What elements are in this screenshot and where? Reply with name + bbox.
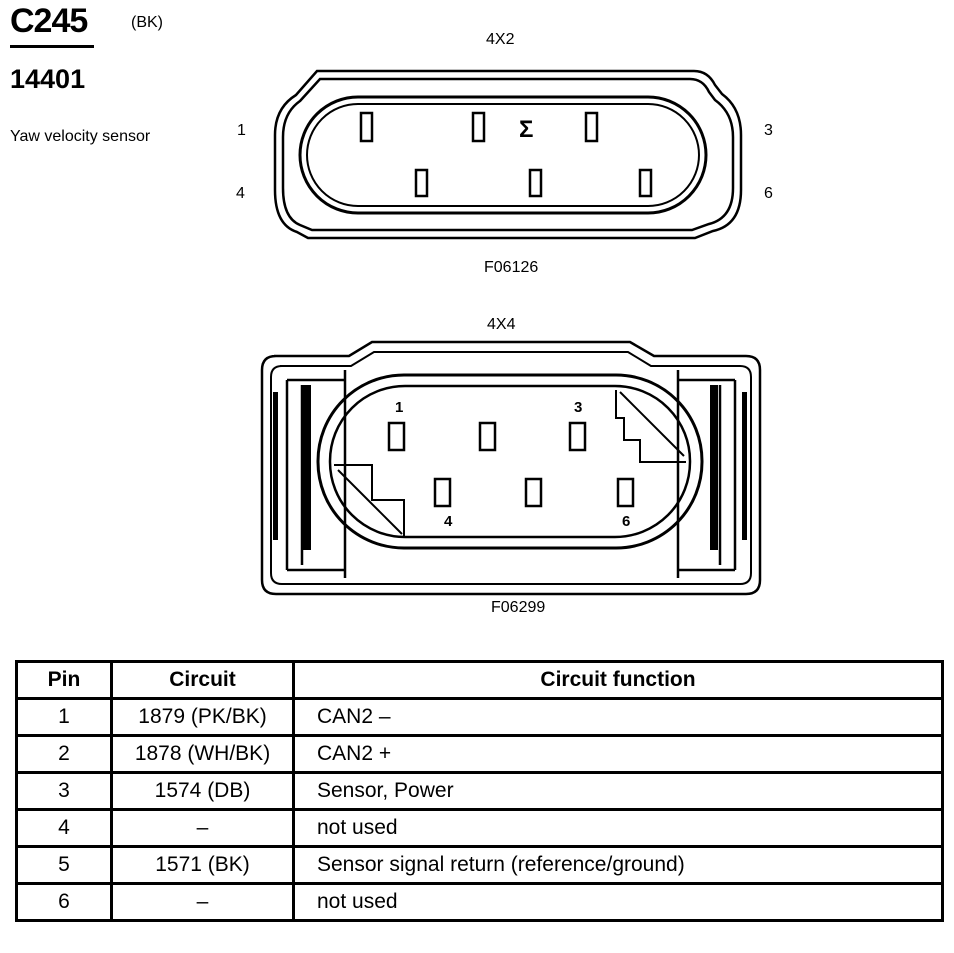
bottom-key-bottom-left-hatch [337,469,403,535]
top-pin-3 [584,111,599,143]
table-row: 5 1571 (BK) Sensor signal return (refere… [15,845,944,885]
bottom-view-pin-label-6: 6 [622,513,631,530]
pin-cell: 4 [15,808,113,848]
table-row: 1 1879 (PK/BK) CAN2 – [15,697,944,737]
function-cell: CAN2 + [292,734,944,774]
bottom-right-latch-post [710,385,718,550]
top-connector-pin-outline [306,103,700,207]
top-connector-face [273,69,743,240]
bottom-pin-5 [524,477,543,508]
bottom-connector-keys [334,390,686,537]
function-cell: not used [292,882,944,922]
part-number: 14401 [10,64,86,94]
component-name: Yaw velocity sensor [10,128,151,145]
table-row: 6 – not used [15,882,944,922]
top-pin-2 [471,111,486,143]
function-cell: CAN2 – [292,697,944,737]
function-cell: Sensor, Power [292,771,944,811]
top-connector-outer-shell [273,69,743,240]
top-pin-1 [359,111,374,143]
pin-cell: 5 [15,845,113,885]
circuit-cell: 1879 (PK/BK) [110,697,295,737]
bottom-connector-latches [273,385,747,550]
circuit-cell: 1878 (WH/BK) [110,734,295,774]
pin-cell: 1 [15,697,113,737]
bottom-view-pin-label-4: 4 [444,513,453,530]
bottom-right-latch-bar [742,392,747,540]
function-cell: Sensor signal return (reference/ground) [292,845,944,885]
bottom-key-top-right-hatch [619,391,685,457]
bottom-pin-4 [433,477,452,508]
connector-color: (BK) [131,14,163,31]
bottom-connector-outer-shell [260,340,762,596]
connector-drawings [260,69,762,596]
column-header-pin: Pin [15,660,113,700]
bottom-pin-3 [568,421,587,452]
circuit-cell: 1574 (DB) [110,771,295,811]
function-cell: not used [292,808,944,848]
table-row: 4 – not used [15,808,944,848]
connector-id-underline [10,45,94,48]
top-view-figure-code: F06126 [484,259,539,276]
connector-id: C245 [10,2,88,40]
pin-table: Pin Circuit Circuit function 1 1879 (PK/… [15,660,944,922]
top-connector-inner-shell [281,77,735,232]
table-row: 2 1878 (WH/BK) CAN2 + [15,734,944,774]
top-view-pin-label-6: 6 [764,185,773,202]
pin-cell: 6 [15,882,113,922]
bottom-key-bottom-left [334,464,405,537]
table-row: 3 1574 (DB) Sensor, Power [15,771,944,811]
top-pin-5 [528,168,543,198]
top-view-pin-label-4: 4 [236,185,245,202]
pin-cell: 2 [15,734,113,774]
bottom-view-size-label: 4X4 [487,316,516,333]
bottom-pin-6 [616,477,635,508]
column-header-circuit: Circuit [110,660,295,700]
circuit-cell: 1571 (BK) [110,845,295,885]
sigma-symbol-icon: Σ [519,116,534,143]
table-header-row: Pin Circuit Circuit function [15,660,944,700]
top-pin-4 [414,168,429,198]
circuit-cell: – [110,808,295,848]
bottom-connector-pin-outline [328,384,692,539]
top-pin-6 [638,168,653,198]
top-view-size-label: 4X2 [486,31,515,48]
top-view-pin-label-3: 3 [764,122,773,139]
top-view-pin-label-1: 1 [237,122,246,139]
bottom-key-top-right [615,390,686,463]
top-connector-pin-cavity [298,95,708,215]
bottom-pin-2 [478,421,497,452]
bottom-view-pin-label-3: 3 [574,399,583,416]
circuit-cell: – [110,882,295,922]
bottom-connector-pins [387,421,635,508]
bottom-view-figure-code: F06299 [491,599,546,616]
bottom-connector-inner-shell [270,351,752,585]
top-connector-pins [359,111,653,198]
bottom-connector-pin-cavity [316,373,704,550]
bottom-connector-face [260,340,762,596]
column-header-circuit-function: Circuit function [292,660,944,700]
bottom-pin-1 [387,421,406,452]
pin-cell: 3 [15,771,113,811]
bottom-left-latch-post [303,385,311,550]
bottom-left-latch-bar [273,392,278,540]
bottom-view-pin-label-1: 1 [395,399,404,416]
